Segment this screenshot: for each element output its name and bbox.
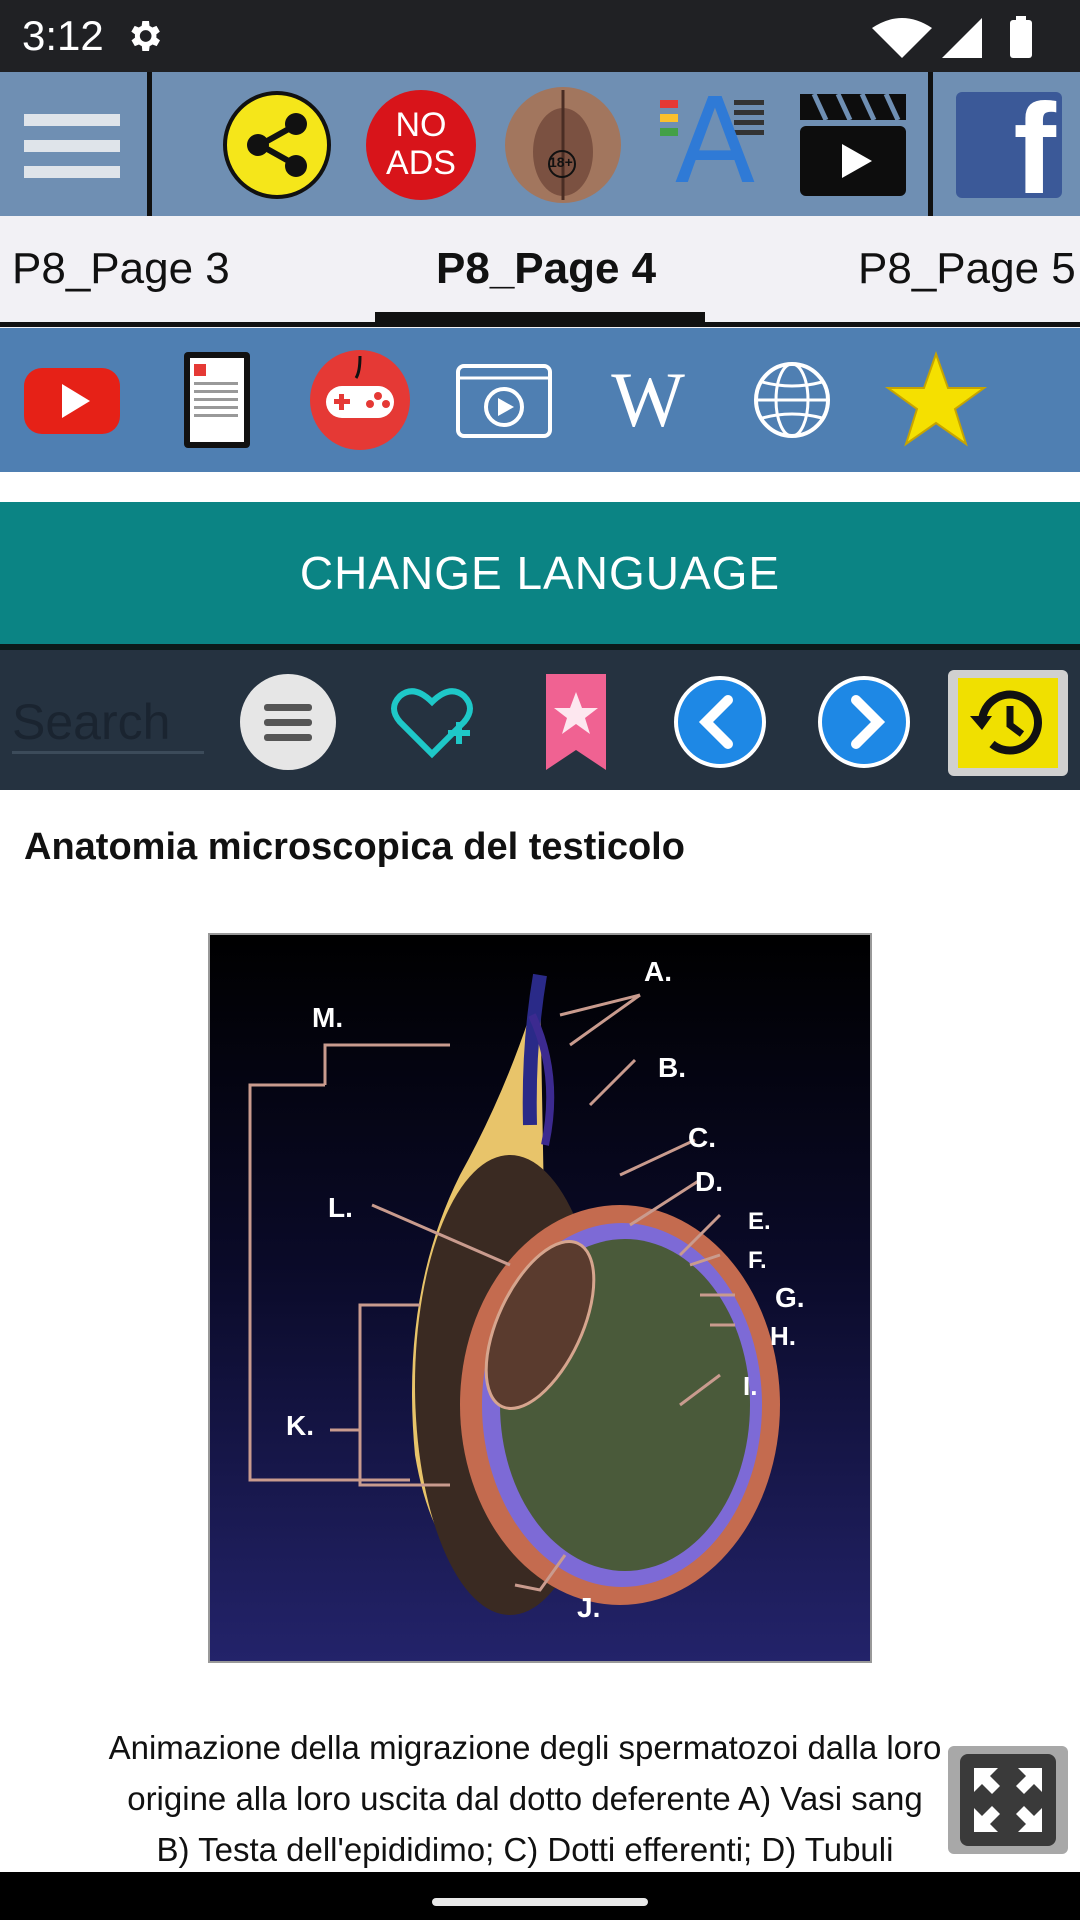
age-rating-label: 18+ <box>549 154 573 170</box>
tab-p8-page-5[interactable]: P8_Page 5 <box>858 244 1076 293</box>
tab-p8-page-3[interactable]: P8_Page 3 <box>12 244 230 293</box>
figure-label-m: M. <box>312 1002 343 1033</box>
wifi-icon <box>872 18 932 58</box>
figure-label-l: L. <box>328 1192 353 1223</box>
figure-label-c: C. <box>688 1122 716 1153</box>
battery-icon <box>1010 20 1032 58</box>
home-gesture-handle[interactable] <box>432 1898 648 1906</box>
no-ads-line2: ADS <box>386 144 456 182</box>
fullscreen-icon <box>960 1754 1056 1846</box>
history-button[interactable] <box>948 670 1068 776</box>
video-player-icon[interactable] <box>452 348 556 452</box>
text-size-icon[interactable]: A <box>652 82 770 204</box>
toolbar-divider <box>928 72 933 216</box>
star-icon[interactable] <box>884 348 988 452</box>
globe-icon[interactable] <box>740 348 844 452</box>
caption-line-3: B) Testa dell'epididimo; C) Dotti effere… <box>156 1831 894 1868</box>
anatomy-18plus-thumbnail[interactable]: 18+ <box>504 86 622 204</box>
facebook-letter: f <box>1013 78 1056 221</box>
next-arrow-icon[interactable] <box>814 672 914 772</box>
divider <box>0 644 1080 650</box>
share-icon[interactable] <box>218 86 336 204</box>
figure-label-e: E. <box>748 1208 771 1235</box>
no-ads-button[interactable]: NO ADS <box>362 86 480 204</box>
previous-arrow-icon[interactable] <box>670 672 770 772</box>
wikipedia-icon[interactable]: W <box>596 348 700 452</box>
anatomy-diagram: A. B. C. D. E. F. G. H. I. J. K. L. M. <box>210 935 870 1661</box>
cellular-signal-icon <box>942 18 982 58</box>
page-tabs: P8_Page 3 P8_Page 4 P8_Page 5 <box>0 216 1080 328</box>
media-icon-bar: W <box>0 328 1080 472</box>
ebook-icon[interactable] <box>164 348 268 452</box>
history-icon <box>958 678 1058 768</box>
top-toolbar: NO ADS 18+ A f <box>0 72 1080 216</box>
change-language-button[interactable]: CHANGE LANGUAGE <box>0 502 1080 644</box>
testicle-anatomy-illustration: A. B. C. D. E. F. G. H. I. J. K. L. M. <box>208 933 872 1663</box>
facebook-icon[interactable]: f <box>956 86 1062 214</box>
system-status-icons <box>872 16 1032 58</box>
figure-label-f: F. <box>748 1247 767 1274</box>
game-controller-icon[interactable] <box>308 348 412 452</box>
figure-label-a: A. <box>644 956 672 987</box>
search-input[interactable] <box>12 692 204 754</box>
youtube-icon[interactable] <box>20 348 124 452</box>
settings-gear-icon <box>131 21 160 51</box>
list-menu-icon[interactable] <box>238 672 338 772</box>
search-toolbar <box>0 650 1080 790</box>
menu-hamburger-icon[interactable] <box>12 86 132 204</box>
toolbar-divider <box>147 72 152 216</box>
tabs-divider <box>0 322 1080 327</box>
figure-label-j: J. <box>577 1592 600 1623</box>
figure-label-b: B. <box>658 1052 686 1083</box>
figure-label-k: K. <box>286 1410 314 1441</box>
status-time: 3:12 <box>22 12 104 59</box>
caption-line-1: Animazione della migrazione degli sperma… <box>108 1729 942 1766</box>
figure-label-h: H. <box>770 1321 796 1351</box>
figure-label-g: G. <box>775 1282 805 1313</box>
wikipedia-letter: W <box>611 356 685 443</box>
no-ads-line1: NO <box>395 106 447 144</box>
bookmark-star-icon[interactable] <box>526 672 626 772</box>
figure-label-d: D. <box>695 1166 723 1197</box>
favorite-add-heart-icon[interactable] <box>382 672 482 772</box>
text-size-letter: A <box>674 72 756 210</box>
page-title: Anatomia microscopica del testicolo <box>24 826 685 868</box>
video-clapperboard-icon[interactable] <box>794 86 912 204</box>
active-tab-indicator <box>375 312 705 324</box>
system-navigation-bar <box>0 1872 1080 1920</box>
caption-line-2: origine alla loro uscita dal dotto defer… <box>127 1780 923 1817</box>
figure-caption: Animazione della migrazione degli sperma… <box>30 1722 1020 1875</box>
status-bar: 3:12 <box>0 0 1080 72</box>
figure-label-i: I. <box>743 1371 757 1401</box>
fullscreen-button[interactable] <box>948 1746 1068 1854</box>
tab-p8-page-4[interactable]: P8_Page 4 <box>436 244 657 293</box>
